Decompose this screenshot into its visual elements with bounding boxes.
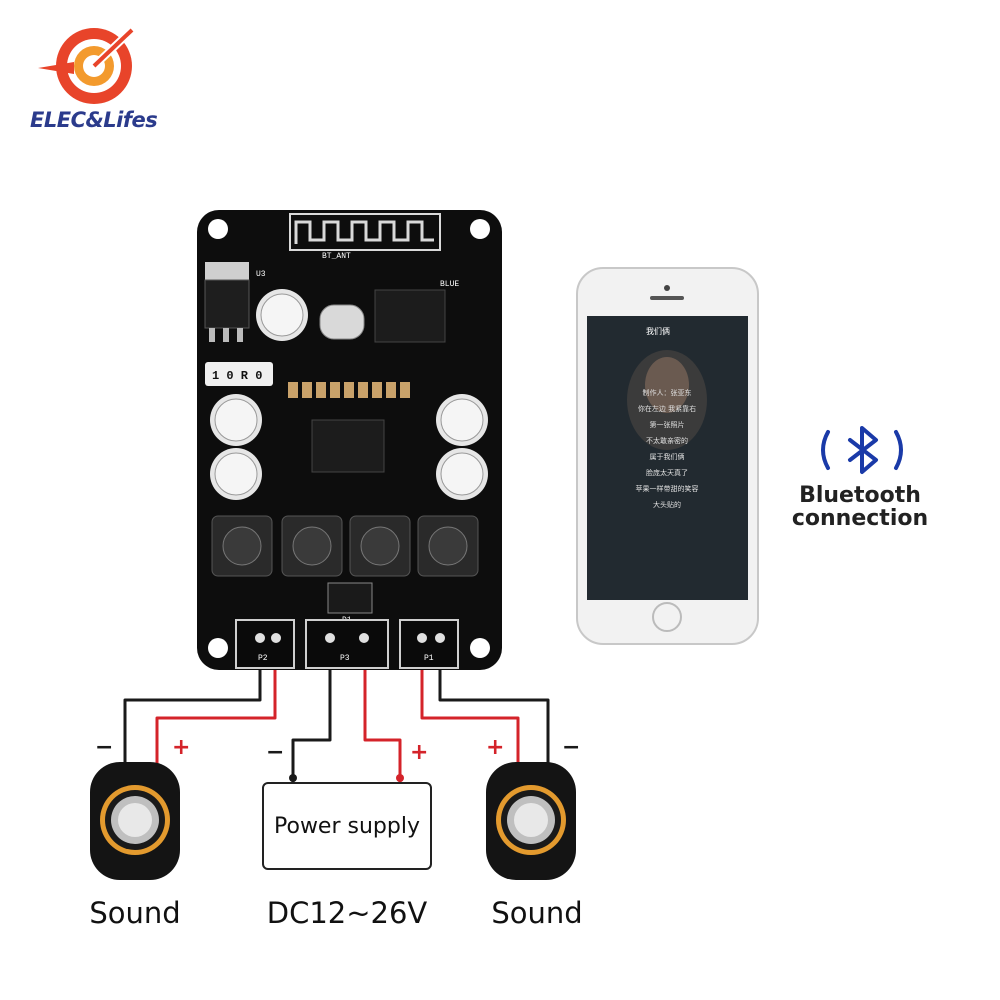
power-plus: +	[410, 740, 429, 765]
left-speaker-caption: Sound	[89, 896, 181, 930]
port-p3-label: P3	[340, 654, 350, 663]
port-p1-label: P1	[424, 654, 434, 663]
bluetooth-label: Bluetooth connection	[770, 484, 950, 530]
bluetooth-icon	[821, 426, 903, 474]
right-speaker-minus: −	[562, 735, 581, 760]
lyric-line: 制作人：张亚东	[643, 388, 692, 397]
power-supply-label: Power supply	[274, 813, 420, 839]
lyric-line: 你在左边 我紧靠右	[638, 404, 696, 413]
left-speaker	[90, 762, 180, 880]
right-speaker	[486, 762, 576, 880]
right-speaker-plus: +	[486, 735, 505, 760]
port-p2-label: P2	[258, 654, 268, 663]
right-speaker-caption: Sound	[491, 896, 583, 930]
lyric-line: 第一张照片	[650, 420, 685, 429]
bluetooth-label-line2: connection	[791, 506, 929, 531]
left-speaker-plus: +	[172, 735, 191, 760]
wires	[123, 655, 550, 782]
song-title: 我们俩	[646, 326, 670, 336]
left-speaker-minus: −	[95, 735, 114, 760]
power-supply-box: Power supply	[262, 782, 432, 870]
brand-name: ELEC&Lifes	[30, 108, 158, 132]
smartphone	[576, 267, 759, 645]
regulator-label: U3	[256, 270, 266, 279]
amplifier-board: BT_ANT U3 1 0 R 0	[197, 210, 502, 670]
lyric-line: 脸庞太天真了	[646, 468, 688, 477]
antenna-label: BT_ANT	[322, 252, 351, 261]
lyric-line: 属于我们俩	[650, 452, 685, 461]
blue-label: BLUE	[440, 280, 459, 289]
power-supply-voltage: DC12~26V	[266, 896, 428, 930]
bluetooth-label-line1: Bluetooth	[799, 483, 921, 508]
lyric-line: 苹果一样带甜的笑容	[636, 484, 699, 493]
lyric-line: 不太敢亲密的	[646, 436, 688, 445]
brand-logo	[38, 27, 135, 104]
lyric-line: 大头贴的	[653, 500, 681, 509]
power-minus: −	[266, 740, 285, 765]
resistor-label: 1 0 R 0	[212, 369, 262, 383]
